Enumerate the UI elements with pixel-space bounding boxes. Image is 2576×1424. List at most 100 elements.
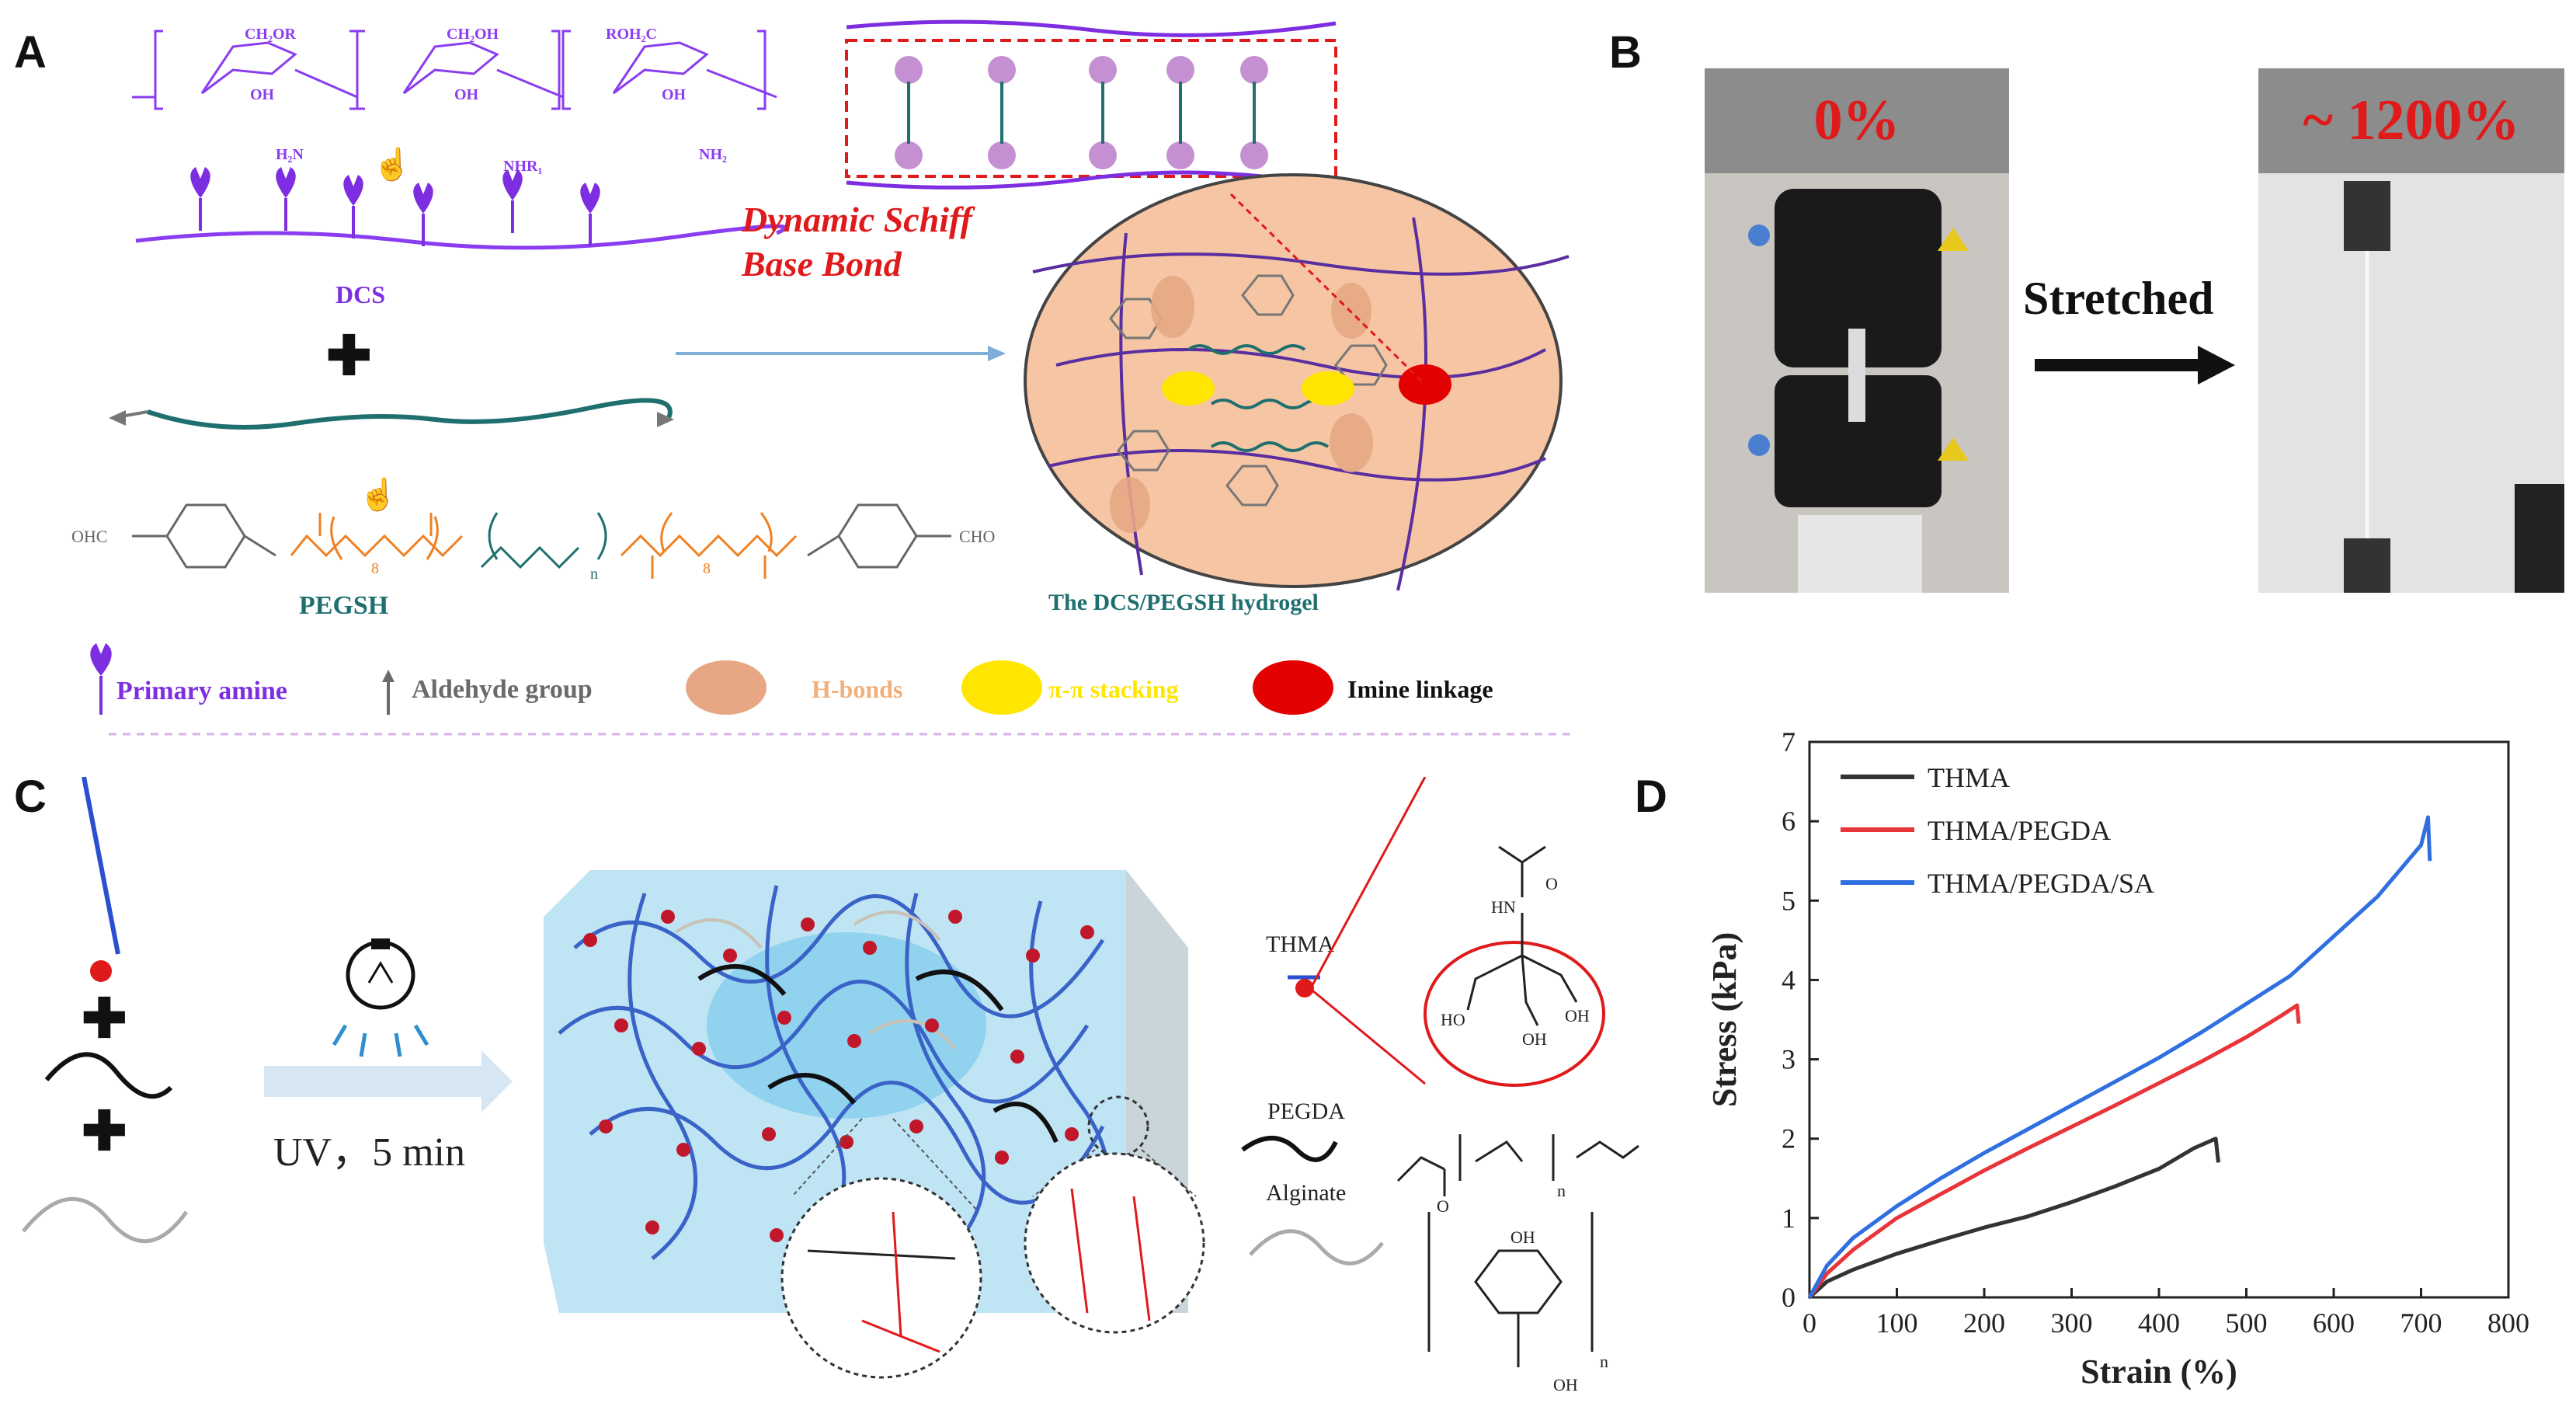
y-tick-label: 6	[1782, 806, 1796, 837]
series-line-1	[1808, 1137, 2220, 1299]
series-line-3	[1807, 815, 2432, 1299]
alginate-oh-label-1: OH	[1510, 1227, 1535, 1247]
arrow-right	[657, 412, 674, 427]
alginate-label: Alginate	[1266, 1180, 1346, 1206]
plus-icon: ✚	[326, 327, 372, 387]
y-tick-label: 3	[1782, 1044, 1796, 1075]
pegda-o-label: O	[1437, 1196, 1449, 1216]
chem-oh-label-2: OH	[454, 86, 479, 103]
legend-label-3: THMA/PEGDA/SA	[1928, 868, 2154, 899]
legend-imine: Imine linkage	[1347, 675, 1493, 703]
thma-highlight-ellipse	[1424, 941, 1605, 1087]
alginate-symbol	[22, 1196, 189, 1243]
pegda-symbol	[44, 1052, 173, 1099]
plus-icon-1: ✚	[82, 990, 127, 1050]
schiff-title-line1: Dynamic Schiff	[741, 200, 976, 239]
schiff-crosslinks	[895, 56, 1268, 169]
pegda-n-label: n	[1557, 1181, 1566, 1200]
x-tick-label: 600	[2313, 1307, 2355, 1339]
x-tick-label: 100	[1876, 1307, 1918, 1339]
legend-hbonds: H-bonds	[812, 675, 902, 703]
plus-icon-2: ✚	[82, 1102, 127, 1162]
subscript-8a: 8	[371, 560, 379, 577]
chart-axes	[1808, 740, 2510, 1299]
legend-pi-stacking: π-π stacking	[1048, 675, 1179, 703]
photo-before-stretch: 0%	[1705, 68, 2009, 593]
panel-label-d: D	[1635, 771, 1667, 822]
alginate-n-label: n	[1600, 1352, 1608, 1371]
amine-group-icons	[190, 167, 600, 246]
chart-legend: THMA THMA/PEGDA THMA/PEGDA/SA	[1841, 762, 2154, 899]
cho-label: CHO	[959, 527, 995, 546]
aldehyde-arrow-icon	[382, 670, 395, 682]
ohc-label: OHC	[71, 527, 107, 546]
chart-series	[1807, 815, 2432, 1299]
chem-h2n-label: H₂N	[276, 146, 304, 163]
y-tick-label: 4	[1782, 964, 1796, 995]
zoom-circle-2	[1024, 1095, 1205, 1334]
legend-aldehyde: Aldehyde group	[412, 675, 593, 704]
stretched-arrow	[2035, 346, 2235, 385]
pointing-hand-icon: ☝	[373, 145, 412, 183]
before-banner: 0%	[1705, 68, 2009, 173]
hydrogel-interactions	[1110, 276, 1451, 533]
pegda-icon	[1241, 1136, 1338, 1162]
tensile-machine-after	[2258, 173, 2564, 593]
x-tick-label: 500	[2226, 1307, 2268, 1339]
thma-o-label: O	[1545, 874, 1558, 893]
panel-label-c: C	[14, 771, 47, 822]
subscript-n: n	[590, 566, 598, 583]
thma-oh-label-2: OH	[1565, 1006, 1590, 1025]
uv-process-arrow	[264, 1050, 513, 1112]
schiff-title-line2: Base Bond	[741, 244, 902, 284]
plot-frame	[1808, 740, 2510, 1299]
y-tick-label: 5	[1782, 885, 1796, 916]
photo-after-stretch: ~ 1200%	[2258, 68, 2564, 593]
zoom-circle-1	[780, 1118, 982, 1379]
pegda-label: PEGDA	[1267, 1098, 1345, 1124]
y-tick-label: 2	[1782, 1123, 1796, 1154]
legend-pi-swatch	[961, 660, 1042, 715]
thma-ho-label: HO	[1441, 1010, 1465, 1029]
thma-oh-label-1: OH	[1522, 1029, 1547, 1049]
y-tick-label: 7	[1782, 730, 1796, 757]
dcs-backbone	[135, 224, 787, 250]
x-axis-label: Strain (%)	[2081, 1353, 2237, 1391]
chem-nhr1-label: NHR₁	[503, 158, 542, 175]
panel-a-legend: Primary amine Aldehyde group H-bonds π-π…	[90, 643, 1493, 715]
x-tick-label: 0	[1803, 1307, 1816, 1339]
thma-symbol-dot	[90, 960, 112, 982]
y-axis-label: Stress (kPa)	[1705, 932, 1743, 1107]
chem-ch2oh-label: CH₂OH	[447, 26, 499, 43]
chem-nh2-label: NH₂	[699, 146, 727, 163]
hydrogel-label: The DCS/PEGSH hydrogel	[1048, 590, 1319, 615]
tensile-machine-before	[1705, 173, 2009, 593]
x-tick-label: 400	[2138, 1307, 2180, 1339]
y-tick-label: 1	[1782, 1203, 1796, 1234]
dcs-repeat-unit	[132, 30, 777, 110]
thma-hn-label: HN	[1491, 897, 1516, 917]
thma-symbol-bar	[82, 777, 120, 955]
y-tick-label: 0	[1782, 1282, 1796, 1313]
hydrogel-network-circle	[1024, 173, 1563, 588]
legend-imine-swatch	[1253, 660, 1333, 715]
panel-c-diagram: ✚ ✚ UV，5 min	[22, 777, 1639, 1394]
legend-label-2: THMA/PEGDA	[1928, 815, 2111, 846]
pegsh-label: PEGSH	[299, 591, 388, 620]
x-tick-label: 700	[2400, 1307, 2442, 1339]
chem-oh-label-1: OH	[250, 86, 275, 103]
legend-label-1: THMA	[1928, 762, 2010, 793]
schiff-base-box	[845, 39, 1337, 178]
thma-icon-dot	[1295, 979, 1314, 997]
before-strain-label: 0%	[1813, 89, 1900, 152]
chem-ch2or-label: CH₂OR	[245, 26, 297, 43]
pegsh-structure	[132, 503, 951, 569]
panel-a-diagram: CH₂OR CH₂OH ROH₂C OH OH OH H₂N NHR₁ NH₂ …	[71, 19, 1577, 736]
dcs-label: DCS	[335, 280, 385, 308]
zoom-guide-line	[1229, 193, 1423, 382]
thma-label: THMA	[1266, 931, 1335, 957]
alginate-icon	[1249, 1229, 1384, 1266]
x-tick-label: 200	[1963, 1307, 2005, 1339]
